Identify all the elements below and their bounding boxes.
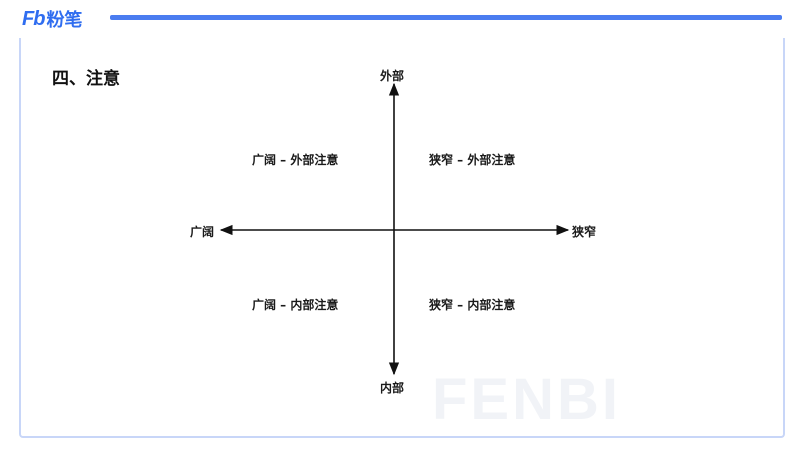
axis-label-right: 狭窄 [572, 225, 597, 239]
logo-name: 粉笔 [46, 10, 83, 31]
axis-label-top: 外部 [380, 69, 405, 83]
quadrant-bottom-left: 广阔 – 内部注意 [252, 298, 339, 312]
brand-logo: Fb 粉笔 [22, 7, 83, 32]
quadrant-bottom-right: 狭窄 – 内部注意 [429, 298, 516, 312]
header-accent-bar [110, 15, 782, 20]
logo-mark: Fb [22, 7, 45, 30]
axis-label-bottom: 内部 [380, 381, 405, 395]
quadrant-top-right: 狭窄 – 外部注意 [429, 153, 516, 167]
slide-frame [19, 38, 785, 438]
quadrant-top-left: 广阔 – 外部注意 [252, 153, 339, 167]
axis-label-left: 广阔 [190, 225, 215, 239]
watermark: FENBI [432, 367, 621, 432]
section-title: 四、注意 [52, 69, 120, 89]
